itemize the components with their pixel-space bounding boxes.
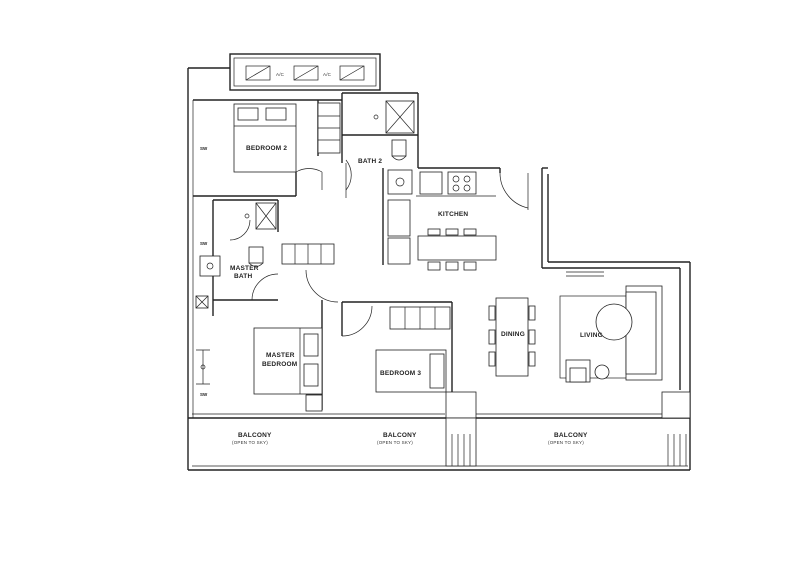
balcony-1-note: (OPEN TO SKY) — [232, 440, 268, 445]
kitchen: KITCHEN — [382, 168, 529, 271]
master-bath-label-2: BATH — [234, 273, 252, 280]
dining: DINING — [488, 297, 536, 377]
master-bath-label-1: MASTER — [230, 265, 259, 272]
balcony-3-note: (OPEN TO SKY) — [548, 440, 584, 445]
outer-walls — [187, 53, 691, 471]
balcony-2-note: (OPEN TO SKY) — [377, 440, 413, 445]
balconies: BALCONY (OPEN TO SKY) BALCONY (OPEN TO S… — [232, 432, 588, 445]
living: LIVING — [559, 271, 663, 383]
kitchen-label: KITCHEN — [438, 211, 468, 218]
columns — [305, 391, 691, 467]
balcony-3-label: BALCONY — [554, 432, 588, 439]
sw-label-2: SW — [200, 241, 208, 246]
bedroom-3: BEDROOM 3 — [341, 301, 453, 410]
master-bedroom-label-2: BEDROOM — [262, 361, 297, 368]
bedroom-3-label: BEDROOM 3 — [380, 370, 421, 377]
balcony-rail — [188, 413, 690, 419]
master-bedroom: MASTER BEDROOM SW — [196, 300, 323, 410]
bedroom-2: BEDROOM 2 SW — [193, 93, 343, 197]
ac-label-2: A/C — [323, 72, 332, 77]
balcony-1-label: BALCONY — [238, 432, 272, 439]
master-bedroom-label-1: MASTER — [266, 352, 295, 359]
ac-ledge: A/C A/C — [245, 65, 365, 81]
bath-2-label: BATH 2 — [358, 158, 382, 165]
dining-label: DINING — [501, 331, 525, 338]
living-label: LIVING — [580, 332, 603, 339]
bath-2: BATH 2 — [342, 100, 418, 198]
sw-label-1: SW — [200, 146, 208, 151]
bedroom-2-label: BEDROOM 2 — [246, 145, 287, 152]
ac-label-1: A/C — [276, 72, 285, 77]
sw-label-3: SW — [200, 392, 208, 397]
master-bath: MASTER BATH SW — [195, 199, 339, 316]
balcony-2-label: BALCONY — [383, 432, 417, 439]
